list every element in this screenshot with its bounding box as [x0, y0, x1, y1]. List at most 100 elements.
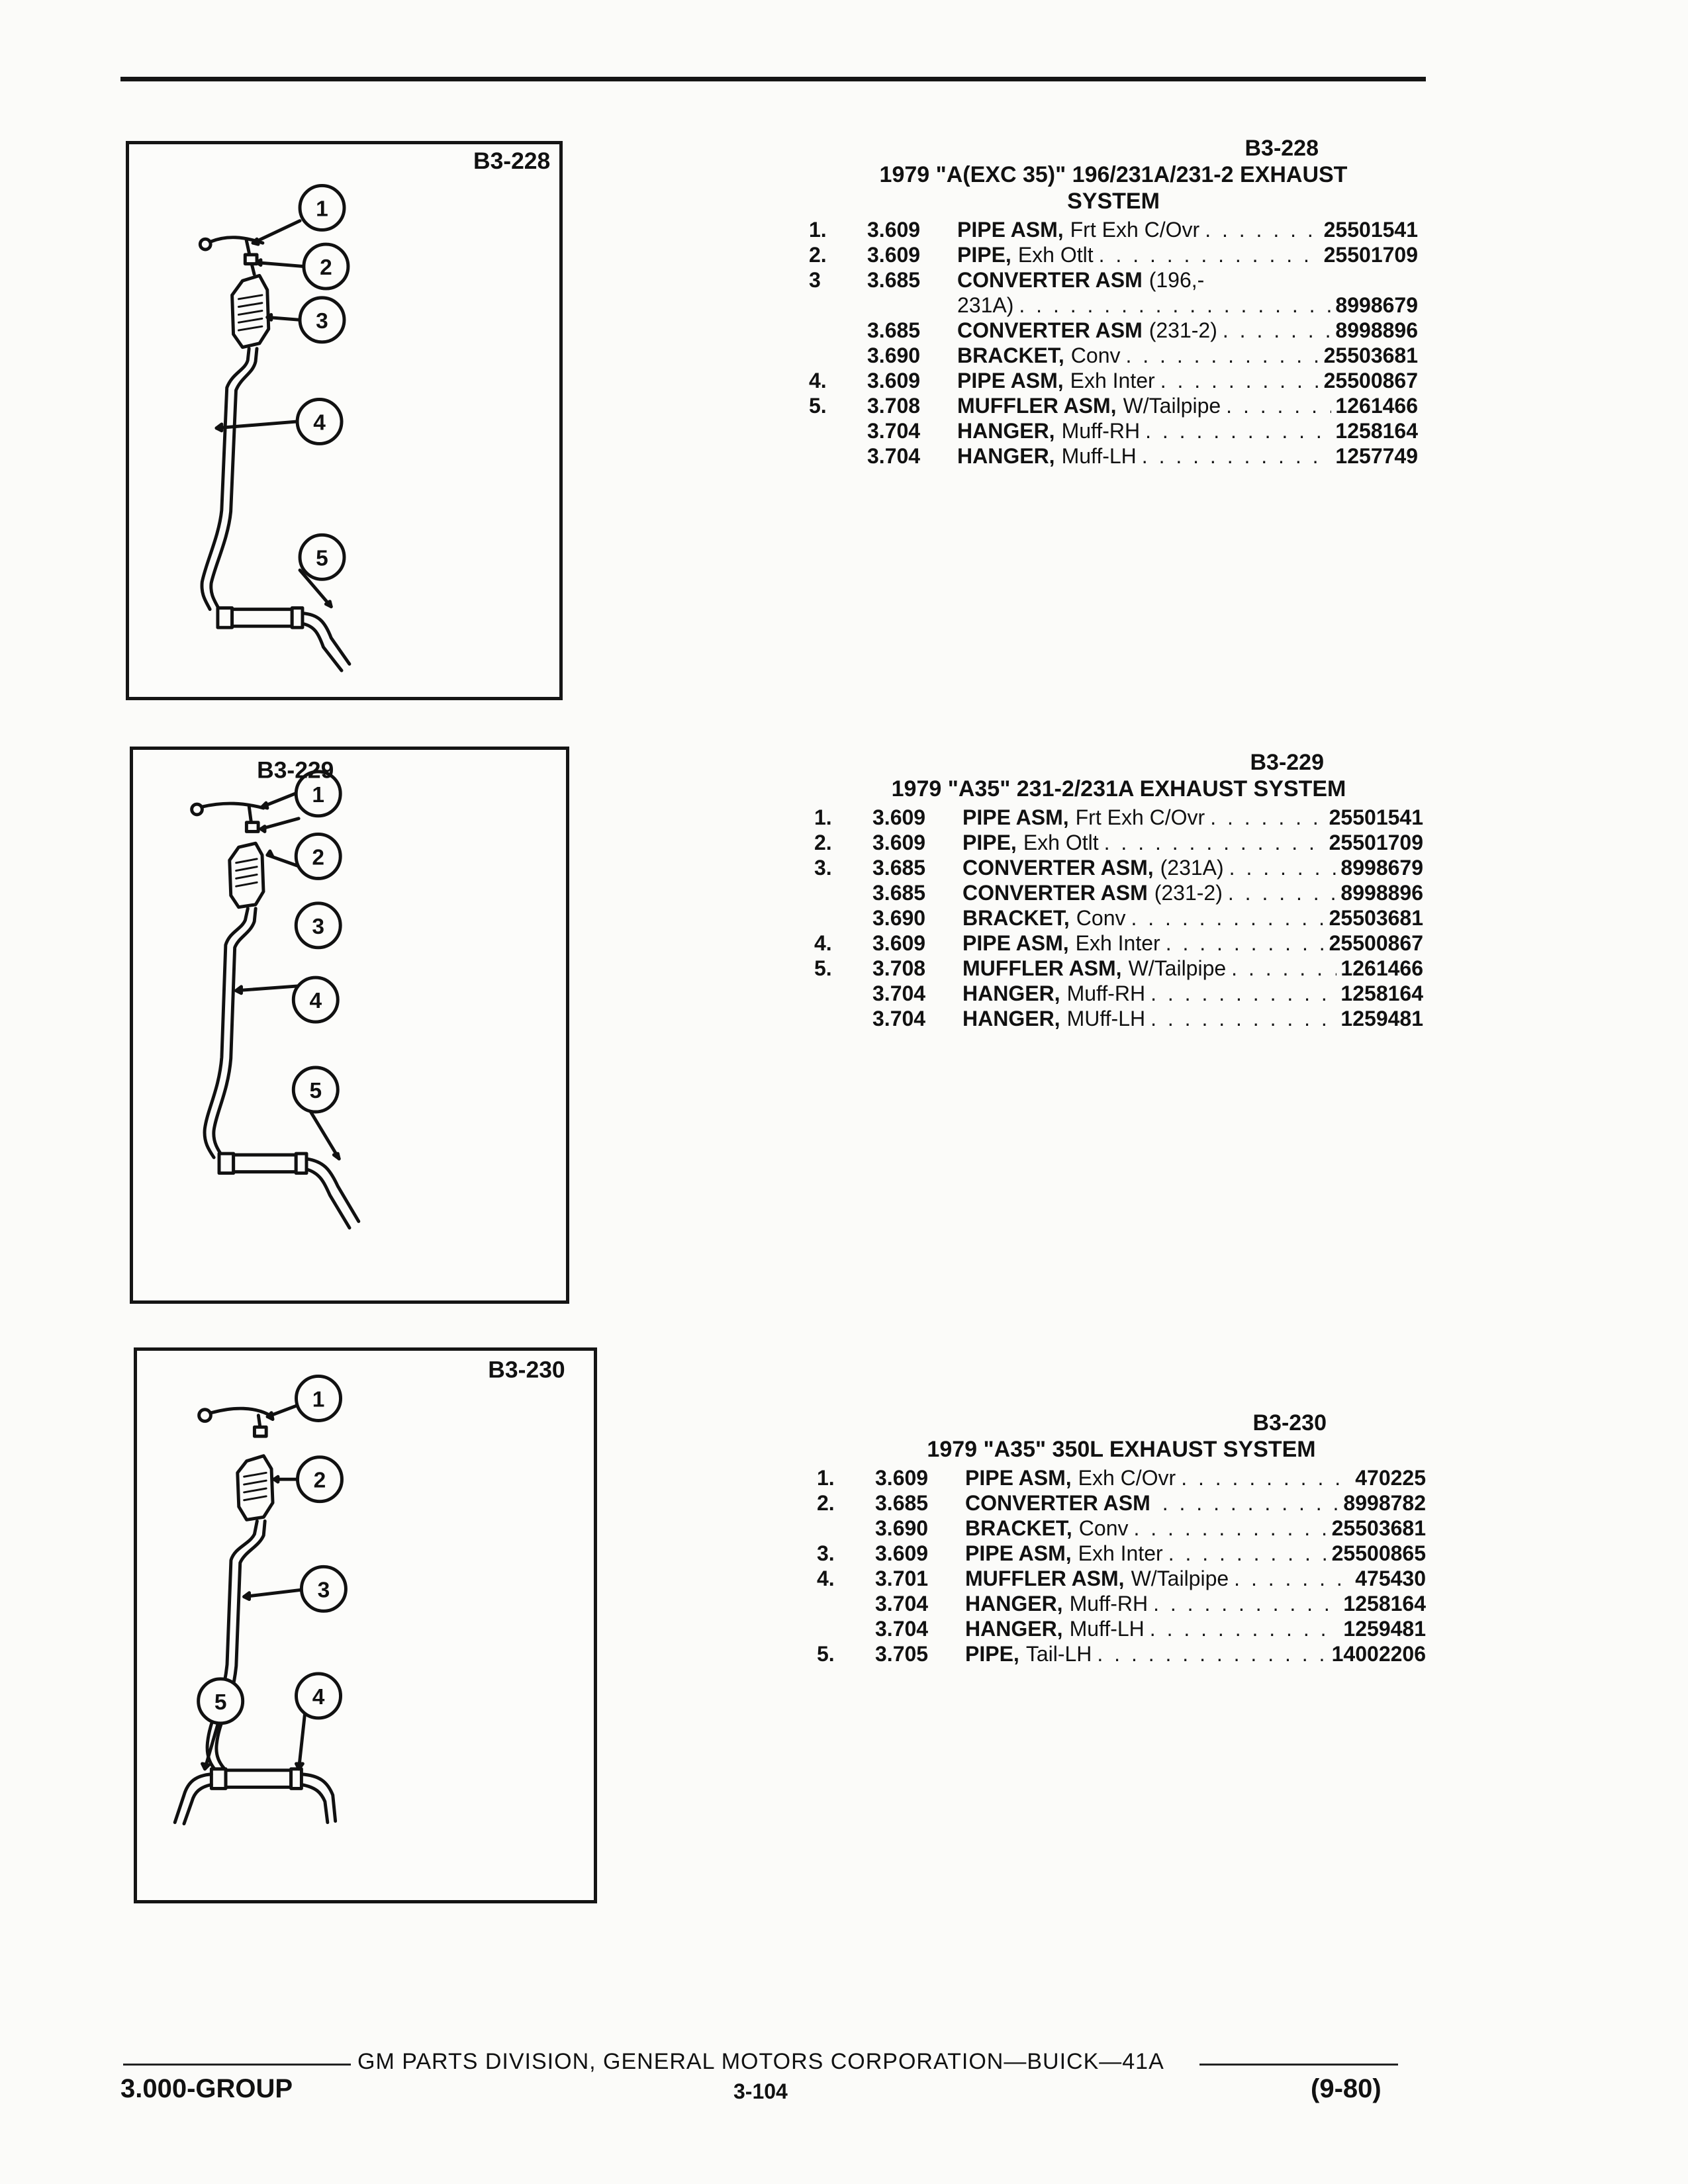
group-number: 3.609 — [867, 218, 921, 242]
callout-1: 1 — [312, 783, 324, 807]
part-number: 8998782 — [1343, 1491, 1426, 1515]
part-qualifier: Exh Inter — [1070, 369, 1155, 392]
part-qualifier: W/Tailpipe — [1128, 956, 1227, 980]
system-title: 1979 "A35" 350L EXHAUST SYSTEM — [927, 1437, 1316, 1462]
group-number: 3.701 — [875, 1567, 929, 1590]
system-title: 1979 "A35" 231-2/231A EXHAUST SYSTEM — [891, 776, 1346, 801]
callout-3: 3 — [318, 1578, 330, 1602]
item-key: 3 — [809, 268, 821, 292]
revision-date: (9-80) — [1311, 2074, 1382, 2103]
part-qualifier: Exh Otlt — [1017, 243, 1094, 267]
group-number: 3.685 — [867, 318, 921, 342]
item-key — [809, 418, 867, 443]
footer-rule-left — [123, 2064, 351, 2066]
part-qualifier: W/Tailpipe — [1123, 394, 1221, 418]
parts-block-b3-229: B3-229 1979 "A35" 231-2/231A EXHAUST SYS… — [814, 749, 1423, 1031]
part-qualifier: Frt Exh C/Ovr — [1070, 218, 1200, 242]
part-name: HANGER, — [962, 981, 1060, 1005]
group-number: 3.690 — [872, 906, 926, 930]
item-key: 5. — [814, 956, 832, 980]
leader-dots — [1166, 931, 1325, 956]
group-number: 3.609 — [867, 243, 921, 267]
part-name: MUFFLER ASM, — [965, 1567, 1125, 1590]
item-key — [817, 1591, 875, 1616]
leader-dots — [1099, 242, 1320, 267]
leader-dots — [1125, 343, 1319, 368]
part-name: PIPE ASM, — [965, 1466, 1072, 1490]
system-title-continued: SYSTEM — [1067, 189, 1160, 214]
part-qualifier: Exh Inter — [1078, 1541, 1163, 1565]
callout-3: 3 — [312, 915, 324, 939]
part-name: MUFFLER ASM, — [957, 394, 1117, 418]
part-qualifier: Conv — [1076, 906, 1126, 930]
group-number: 3.704 — [867, 419, 921, 443]
figure-label: B3-229 — [257, 757, 334, 784]
group-label: 3.000-GROUP — [120, 2074, 293, 2103]
exhaust-diagram-b3-230: B3-230 1 2 3 4 5 — [134, 1347, 597, 1903]
part-name: PIPE, — [957, 243, 1011, 267]
leader-dots — [1181, 1465, 1351, 1490]
part-qualifier: Muff-LH — [1061, 444, 1137, 468]
part-name: BRACKET, — [957, 343, 1064, 367]
part-number: 1261466 — [1340, 956, 1423, 980]
item-key: 2. — [817, 1491, 835, 1515]
callout-5: 5 — [316, 546, 328, 570]
group-number: 3.704 — [872, 981, 926, 1005]
group-number: 3.685 — [867, 268, 921, 292]
part-name: CONVERTER ASM — [962, 881, 1148, 905]
part-qualifier: Muff-LH — [1069, 1617, 1145, 1641]
parts-heading: B3-228 1979 "A(EXC 35)" 196/231A/231-2 E… — [809, 135, 1418, 214]
part-number: 1259481 — [1340, 1007, 1423, 1030]
part-number — [1414, 267, 1418, 293]
part-qualifier: Conv — [1070, 343, 1121, 367]
part-number: 475430 — [1355, 1567, 1426, 1590]
part-number: 1258164 — [1343, 1592, 1426, 1615]
leader-dots — [1133, 1516, 1327, 1541]
part-name: HANGER, — [962, 1007, 1060, 1030]
figure-label: B3-230 — [488, 1356, 565, 1383]
item-key — [809, 443, 867, 469]
leader-dots — [1104, 830, 1325, 855]
part-number: 25501541 — [1323, 218, 1418, 242]
leader-dots — [1210, 805, 1325, 830]
leader-dots — [1131, 905, 1325, 931]
part-name: HANGER, — [957, 419, 1055, 443]
group-number: 3.609 — [872, 831, 926, 854]
callout-2: 2 — [314, 1469, 326, 1493]
part-name: CONVERTER ASM, — [962, 856, 1154, 880]
figure-label: B3-228 — [473, 148, 550, 174]
item-key: 2. — [814, 831, 832, 854]
part-name: BRACKET, — [962, 906, 1070, 930]
item-key: 3. — [817, 1541, 835, 1565]
group-number: 3.704 — [875, 1617, 929, 1641]
part-number: 1258164 — [1335, 419, 1418, 443]
part-qualifier: W/Tailpipe — [1131, 1567, 1229, 1590]
part-name: CONVERTER ASM — [957, 268, 1143, 292]
item-key — [809, 343, 867, 368]
exhaust-system-illustration: B3-230 1 2 3 4 5 — [173, 1356, 565, 1826]
parts-block-b3-228: B3-228 1979 "A(EXC 35)" 196/231A/231-2 E… — [809, 135, 1418, 469]
part-name: HANGER, — [965, 1617, 1063, 1641]
item-key — [814, 880, 872, 905]
part-qualifier: Muff-RH — [1069, 1592, 1149, 1615]
part-name: PIPE ASM, — [965, 1541, 1072, 1565]
group-number: 3.609 — [872, 805, 926, 829]
callout-4: 4 — [312, 1685, 325, 1709]
part-number: 8998896 — [1335, 318, 1418, 342]
